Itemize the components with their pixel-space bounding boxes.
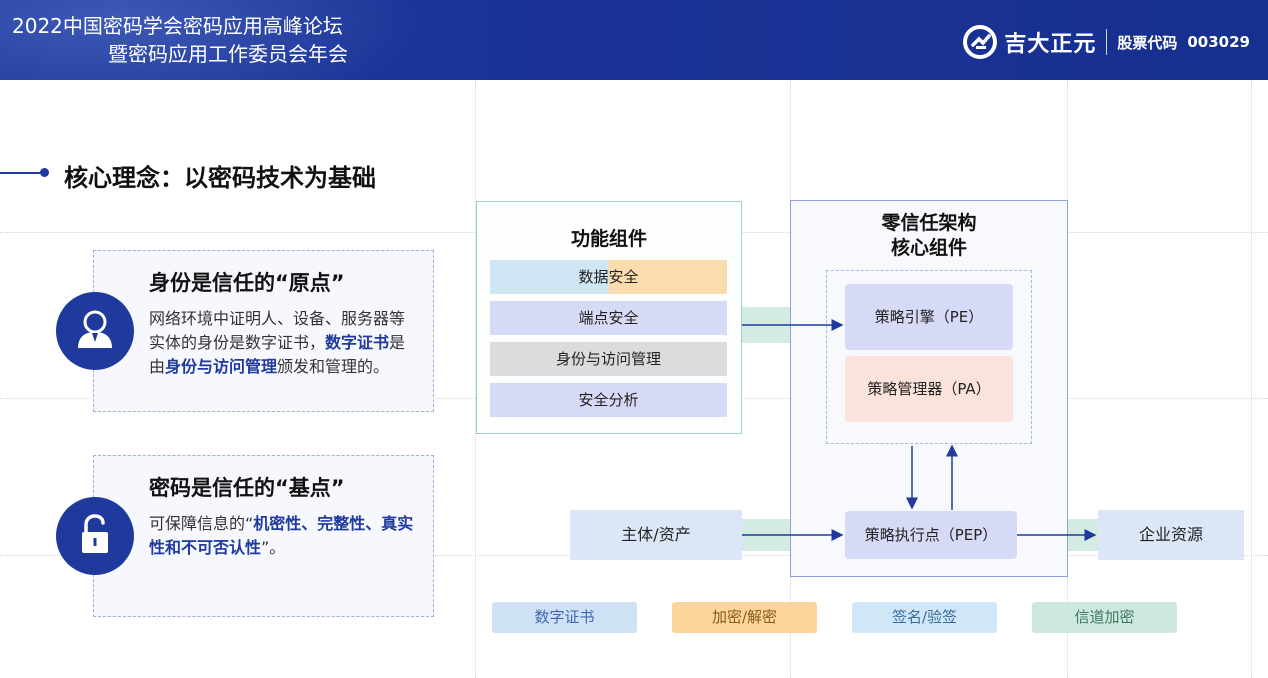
highlight-text: 数字证书 [325, 333, 390, 352]
unlock-icon [82, 514, 108, 553]
grid-line [1251, 80, 1252, 678]
crypto-card-title: 密码是信任的“基点” [149, 476, 345, 500]
legend-channel-encryption: 信道加密 [1032, 602, 1177, 633]
body-text: 网络环境中证明人、设备、服务器等实体的身份是数字证书， [149, 309, 406, 352]
identity-card-title: 身份是信任的“原点” [149, 271, 345, 295]
zero-trust-title-line1: 零信任架构 [881, 212, 977, 234]
brand-name: 吉大正元 [1004, 32, 1097, 57]
crypto-card: 密码是信任的“基点” 可保障信息的“机密性、完整性、真实性和不可否认性”。 [93, 455, 434, 617]
control-plane-box [826, 270, 1032, 444]
policy-engine-node: 策略引擎（PE） [845, 284, 1013, 350]
crypto-card-body: 可保障信息的“机密性、完整性、真实性和不可否认性”。 [149, 512, 419, 560]
company-logo-icon [963, 25, 998, 59]
highlight-text: 机密性、完整性、真实性和不可否认性 [149, 514, 414, 557]
section-title: 核心理念：以密码技术为基础 [64, 164, 376, 192]
functional-components-title: 功能组件 [570, 228, 647, 250]
component-iam: 身份与访问管理 [490, 342, 727, 376]
policy-administrator-node: 策略管理器（PA） [845, 356, 1013, 422]
component-endpoint-security: 端点安全 [490, 301, 727, 335]
brand-block: 吉大正元 股票代码 003029 [962, 22, 1250, 62]
stock-code: 003029 [1187, 33, 1250, 51]
enterprise-resource-node: 企业资源 [1098, 510, 1244, 560]
functional-components-box: 功能组件 数据安全 端点安全 身份与访问管理 安全分析 [476, 201, 742, 434]
lock-icon-badge [56, 497, 134, 575]
zero-trust-title-line2: 核心组件 [890, 237, 967, 259]
stock-label: 股票代码 [1117, 33, 1178, 52]
zero-trust-title: 零信任架构 核心组件 [791, 211, 1067, 261]
body-text: ”。 [261, 538, 286, 557]
slide-header: 2022中国密码学会密码应用高峰论坛 暨密码应用工作委员会年会 吉大正元 股票代… [0, 0, 1268, 80]
component-data-security: 数据安全 [490, 260, 727, 294]
policy-enforcement-point-node: 策略执行点（PEP） [845, 511, 1017, 559]
section-line [0, 172, 44, 174]
brand-separator [1106, 29, 1108, 55]
body-text: 颁发和管理的。 [277, 357, 390, 376]
legend-encrypt-decrypt: 加密/解密 [672, 602, 817, 633]
legend-digital-certificate: 数字证书 [492, 602, 637, 633]
conference-title-line1: 2022中国密码学会密码应用高峰论坛 [12, 14, 343, 38]
subject-asset-node: 主体/资产 [570, 510, 742, 560]
body-text: 可保障信息的“ [149, 514, 254, 533]
highlight-text: 身份与访问管理 [165, 357, 278, 376]
header-decoration [0, 0, 480, 80]
identity-card-body: 网络环境中证明人、设备、服务器等实体的身份是数字证书，数字证书是由身份与访问管理… [149, 307, 419, 379]
user-icon [78, 310, 112, 348]
identity-card: 身份是信任的“原点” 网络环境中证明人、设备、服务器等实体的身份是数字证书，数字… [93, 250, 434, 412]
body-text: 是由 [149, 333, 406, 376]
component-security-analytics: 安全分析 [490, 383, 727, 417]
legend-sign-verify: 签名/验签 [852, 602, 997, 633]
conference-title-line2: 暨密码应用工作委员会年会 [108, 42, 348, 66]
section-bullet [40, 168, 49, 177]
user-icon-badge [56, 292, 134, 370]
